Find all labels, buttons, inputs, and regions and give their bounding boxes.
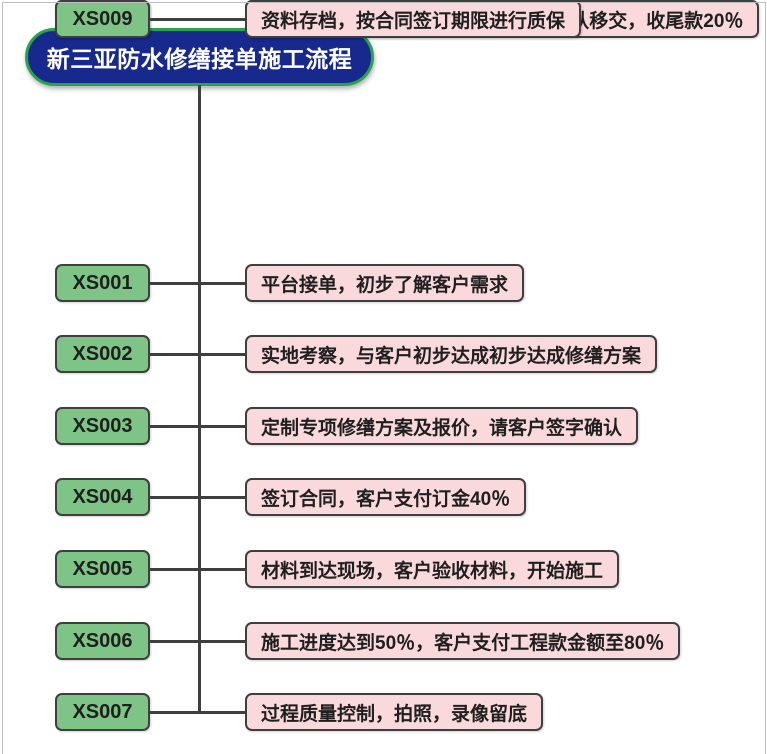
step-desc-node[interactable]: 过程质量控制，拍照，录像留底 [245, 693, 544, 731]
flow-row: XS009 资料存档，按合同签订期限进行质保 [55, 0, 582, 38]
connector-line [150, 281, 245, 285]
connector-line [150, 17, 245, 21]
step-code-label: XS007 [72, 700, 133, 723]
step-code-node[interactable]: XS004 [55, 478, 150, 516]
connector-line [150, 567, 245, 571]
step-desc-label: 定制专项修缮方案及报价，请客户签字确认 [261, 417, 623, 439]
step-code-node[interactable]: XS009 [55, 0, 150, 38]
step-code-label: XS002 [72, 342, 133, 365]
step-desc-label: 过程质量控制，拍照，录像留底 [261, 703, 528, 725]
step-desc-label: 资料存档，按合同签订期限进行质保 [261, 10, 566, 32]
step-desc-node[interactable]: 实地考察，与客户初步达成初步达成修缮方案 [245, 335, 658, 373]
step-desc-node[interactable]: 定制专项修缮方案及报价，请客户签字确认 [245, 407, 639, 445]
step-code-node[interactable]: XS003 [55, 407, 150, 445]
step-desc-label: 材料到达现场，客户验收材料，开始施工 [261, 560, 604, 582]
step-desc-node[interactable]: 材料到达现场，客户验收材料，开始施工 [245, 550, 620, 588]
step-code-node[interactable]: XS007 [55, 693, 150, 731]
step-code-label: XS001 [72, 271, 133, 294]
flow-row: XS004 签订合同，客户支付订金40％ [55, 478, 527, 516]
connector-line [150, 352, 245, 356]
flow-row: XS006 施工进度达到50％，客户支付工程款金额至80％ [55, 622, 681, 660]
step-code-node[interactable]: XS002 [55, 335, 150, 373]
step-desc-node[interactable]: 签订合同，客户支付订金40％ [245, 478, 527, 516]
step-code-node[interactable]: XS005 [55, 550, 150, 588]
step-desc-label: 施工进度达到50％，客户支付工程款金额至80％ [261, 632, 665, 654]
step-desc-node[interactable]: 施工进度达到50％，客户支付工程款金额至80％ [245, 622, 681, 660]
step-code-label: XS005 [72, 557, 133, 580]
connector-line [150, 710, 245, 714]
step-code-label: XS004 [72, 485, 133, 508]
flow-row: XS003 定制专项修缮方案及报价，请客户签字确认 [55, 407, 639, 445]
step-desc-node[interactable]: 资料存档，按合同签订期限进行质保 [245, 0, 582, 38]
step-desc-label: 平台接单，初步了解客户需求 [261, 274, 509, 296]
step-desc-label: 实地考察，与客户初步达成初步达成修缮方案 [261, 345, 642, 367]
step-code-label: XS003 [72, 414, 133, 437]
connector-line [150, 424, 245, 428]
trunk-line [198, 85, 201, 714]
flow-title: 新三亚防水修缮接单施工流程 [46, 46, 353, 72]
connector-line [150, 495, 245, 499]
flow-row: XS007 过程质量控制，拍照，录像留底 [55, 693, 544, 731]
step-desc-node[interactable]: 平台接单，初步了解客户需求 [245, 264, 525, 302]
step-desc-label: 签订合同，客户支付订金40％ [261, 488, 511, 510]
step-code-label: XS009 [72, 7, 133, 30]
step-code-node[interactable]: XS001 [55, 264, 150, 302]
flow-row: XS001 平台接单，初步了解客户需求 [55, 264, 525, 302]
flow-row: XS002 实地考察，与客户初步达成初步达成修缮方案 [55, 335, 658, 373]
step-code-node[interactable]: XS006 [55, 622, 150, 660]
connector-line [150, 639, 245, 643]
flow-row: XS005 材料到达现场，客户验收材料，开始施工 [55, 550, 620, 588]
step-code-label: XS006 [72, 629, 133, 652]
